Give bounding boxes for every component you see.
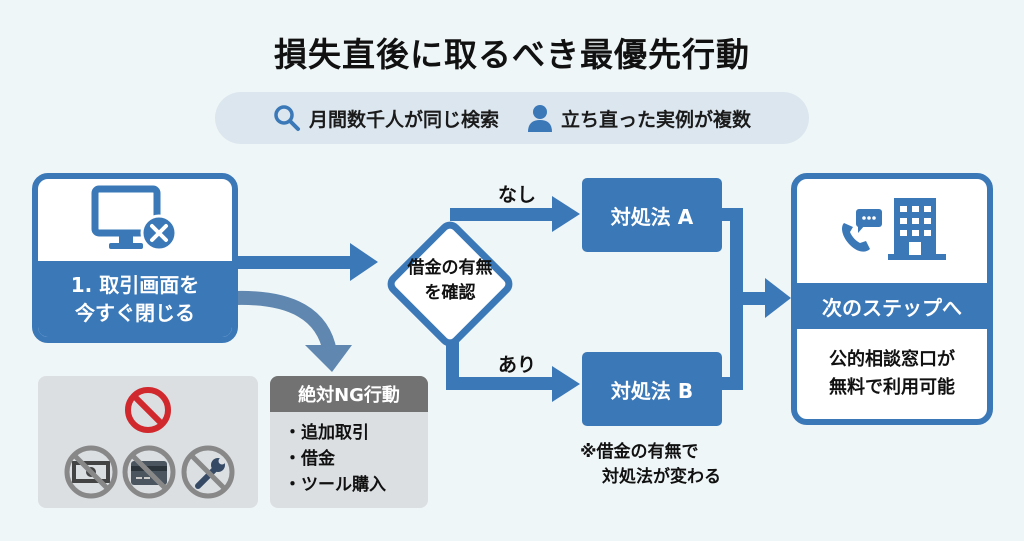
info-badges: 月間数千人が同じ検索 立ち直った実例が複数 <box>215 92 809 144</box>
step1-box: 1. 取引画面を 今すぐ閉じる <box>32 173 238 343</box>
ng-icons-panel <box>38 376 258 508</box>
page-title: 損失直後に取るべき最優先行動 <box>274 35 750 74</box>
next-step-line1: 公的相談窓口が <box>829 349 955 370</box>
branch-label-yes: あり <box>498 354 537 376</box>
arrow-step1-to-decision <box>236 243 378 281</box>
decision-line1: 借金の有無 <box>407 258 493 278</box>
badge-text: 月間数千人が同じ検索 <box>308 108 499 131</box>
branch-label-no: なし <box>498 184 537 206</box>
decision-line2: を確認 <box>424 283 476 303</box>
no-tools-icon <box>181 445 235 499</box>
ng-item: 借金 <box>284 446 428 472</box>
search-icon <box>273 104 301 132</box>
next-step-band: 次のステップへ <box>797 283 987 329</box>
arrow-decision-to-b <box>446 342 580 402</box>
ng-actions-box: 絶対NG行動 追加取引 借金 ツール購入 <box>270 376 428 508</box>
arrow-step1-to-ng <box>235 290 352 372</box>
note-line2: 対処法が変わる <box>602 467 721 487</box>
note-line1: ※借金の有無で <box>580 442 699 462</box>
person-icon <box>527 104 553 132</box>
no-credit-card-icon <box>122 445 176 499</box>
ng-item: ツール購入 <box>284 472 428 498</box>
badge-text: 立ち直った実例が複数 <box>561 108 752 131</box>
ng-list: 追加取引 借金 ツール購入 <box>270 412 428 498</box>
ng-item: 追加取引 <box>284 420 428 446</box>
decision-label: 借金の有無 を確認 <box>376 256 524 306</box>
step1-label: 1. 取引画面を 今すぐ閉じる <box>38 261 232 337</box>
badge-person: 立ち直った実例が複数 <box>527 104 751 132</box>
phone-chat-icon <box>836 201 886 261</box>
next-step-body: 公的相談窓口が 無料で利用可能 <box>797 329 987 419</box>
ng-heading: 絶対NG行動 <box>270 376 428 412</box>
decision-diamond <box>387 221 513 347</box>
arrow-actions-to-next <box>720 208 791 390</box>
no-cash-icon <box>64 445 118 499</box>
step1-line2: 今すぐ閉じる <box>75 301 195 325</box>
building-icon <box>886 196 948 266</box>
arrow-decision-to-a <box>450 196 580 232</box>
step1-line1: 1. 取引画面を <box>70 273 200 297</box>
note: ※借金の有無で 対処法が変わる <box>580 440 721 490</box>
badge-search: 月間数千人が同じ検索 <box>273 104 499 132</box>
prohibited-icon <box>125 387 171 433</box>
next-step-line2: 無料で利用可能 <box>829 377 955 398</box>
monitor-close-icon <box>87 185 183 261</box>
action-a-box: 対処法 A <box>582 178 722 252</box>
next-step-box: 次のステップへ 公的相談窓口が 無料で利用可能 <box>791 173 993 425</box>
action-b-box: 対処法 B <box>582 352 722 426</box>
